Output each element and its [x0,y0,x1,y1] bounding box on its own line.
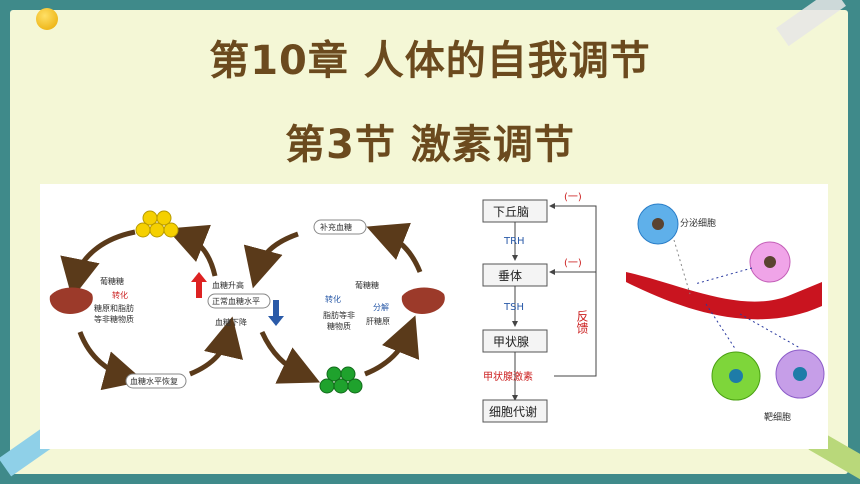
label-non-sugar: 等非糖物质 [94,314,134,324]
up-arrow-icon [196,280,202,298]
section-title: 第3节 激素调节 [285,122,575,168]
label-convert: 转化 [112,290,128,300]
label-non-sugar-right: 糖物质 [327,321,351,331]
down-arrow-icon [273,300,279,318]
blood-sugar-diagram: 葡糖糖 转化 糖原和脂肪 等非糖物质 血糖水平恢复 血糖升高 正常血糖水平 血糖… [49,210,445,394]
cell-signal-diagram: 分泌细胞 靶细胞 [626,203,825,423]
thyroid-flowchart: 下丘脑 TRH 垂体 TSH 甲状腺 甲状腺激素 细胞代谢 (一) (一) 反馈 [482,192,597,423]
feedback-label: 反馈 [575,310,589,335]
label-convert-right: 转化 [325,294,341,304]
yellow-pin-icon [36,8,58,30]
label-normal: 正常血糖水平 [212,296,260,306]
hormone-tsh: TSH [503,302,524,313]
green-cells-icon [319,366,363,394]
hormone-trh: TRH [503,236,525,247]
negative-label-2: (一) [564,258,582,269]
figure-panel: 葡糖糖 转化 糖原和脂肪 等非糖物质 血糖水平恢复 血糖升高 正常血糖水平 血糖… [40,184,828,449]
box-cell-metabolism: 细胞代谢 [489,404,537,419]
yellow-cells-icon [135,210,179,238]
label-decompose: 分解 [373,302,389,312]
liver-icon [49,287,93,314]
label-rise: 血糖升高 [212,280,244,290]
label-target-cell: 靶细胞 [764,411,791,423]
negative-label-1: (一) [564,192,582,203]
box-pituitary: 垂体 [498,269,522,283]
chapter-title: 第10章 人体的自我调节 [209,38,651,84]
label-recovered: 血糖水平恢复 [130,376,178,386]
label-glycogen-fat: 糖原和脂肪 [94,303,134,313]
box-hypothalamus: 下丘脑 [493,205,529,219]
liver-icon [401,287,445,314]
label-glucose: 葡糖糖 [100,276,124,286]
label-replenish: 补充血糖 [320,222,352,232]
box-thyroid: 甲状腺 [493,335,529,349]
label-liver-glycogen: 肝糖原 [366,316,390,326]
label-fall: 血糖下降 [215,317,247,327]
diagrams-svg: 葡糖糖 转化 糖原和脂肪 等非糖物质 血糖水平恢复 血糖升高 正常血糖水平 血糖… [49,192,825,423]
label-glucose-right: 葡糖糖 [355,280,379,290]
hormone-thyroxine: 甲状腺激素 [483,370,533,383]
label-fat: 脂肪等非 [323,310,355,320]
label-secreting-cell: 分泌细胞 [680,217,716,229]
